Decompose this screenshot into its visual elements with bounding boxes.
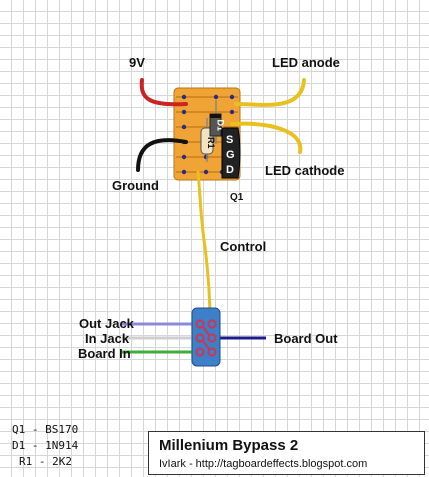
label-9v: 9V xyxy=(129,55,145,70)
label-control: Control xyxy=(220,239,266,254)
pin-d-label: D xyxy=(226,164,234,176)
parts-legend: Q1 - BS170 D1 - 1N914 R1 - 2K2 xyxy=(12,422,78,470)
label-q1: Q1 xyxy=(230,192,244,203)
project-title: Millenium Bypass 2 xyxy=(159,437,299,454)
transistor-q1 xyxy=(221,127,241,179)
label-board-out: Board Out xyxy=(274,331,338,346)
legend-q1: Q1 - BS170 xyxy=(12,423,79,436)
switch-lugs xyxy=(195,319,217,357)
wire-9v xyxy=(139,78,188,107)
wire-led-cathode xyxy=(230,121,303,154)
r1-label: R1 xyxy=(206,137,216,149)
wire-led-anode xyxy=(234,78,306,107)
legend-r1: R1 - 2K2 xyxy=(19,455,72,468)
label-in-jack: In Jack xyxy=(85,331,130,346)
wire-ground xyxy=(136,138,188,172)
label-led-cathode: LED cathode xyxy=(265,163,344,178)
footswitch-3pdt xyxy=(191,307,221,367)
legend-d1: D1 - 1N914 xyxy=(12,439,79,452)
label-ground: Ground xyxy=(112,178,159,193)
label-out-jack: Out Jack xyxy=(79,316,135,331)
title-block: Millenium Bypass 2 IvIark - http://tagbo… xyxy=(148,431,425,475)
d1-label: D1 xyxy=(216,120,226,132)
pin-g-label: G xyxy=(226,149,235,161)
pin-s-label: S xyxy=(226,134,233,146)
wire-control xyxy=(196,170,212,326)
label-board-in: Board In xyxy=(78,346,131,361)
label-led-anode: LED anode xyxy=(272,55,340,70)
author-credit: IvIark - http://tagboardeffects.blogspot… xyxy=(159,458,368,470)
